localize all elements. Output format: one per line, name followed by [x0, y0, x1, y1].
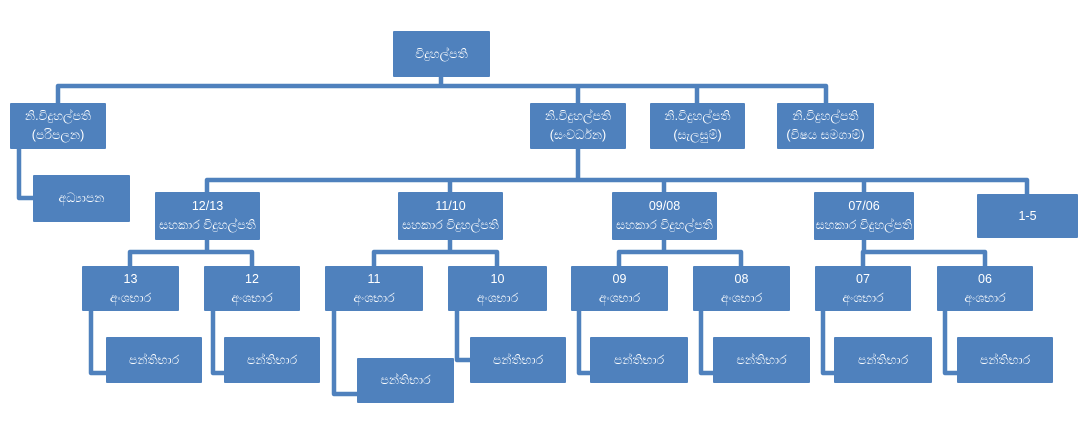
- node-label: පන්තිභාර: [380, 373, 431, 387]
- org-node-section-head-06: 06 අංශභාර: [937, 266, 1033, 311]
- connector-elbow-13: [88, 311, 106, 376]
- node-label: සහකාර විදුහල්පති: [815, 218, 913, 232]
- org-node-class-head-12: පන්තිභාර: [224, 337, 320, 383]
- org-node-class-head-11: පන්තිභාර: [357, 358, 454, 403]
- node-label: පන්තිභාර: [128, 352, 180, 367]
- connector-level2-bar: [55, 83, 829, 103]
- node-label: (සැලසුම්): [673, 128, 722, 142]
- node-label: 12/13: [191, 199, 224, 213]
- org-node-section-head-08: 08 අංශභාර: [693, 266, 790, 311]
- node-label: පන්තිභාර: [492, 352, 544, 367]
- node-label: 12: [245, 271, 259, 286]
- node-label: අංශභාර: [964, 290, 1006, 305]
- org-node-grades-1-5: 1-5: [977, 194, 1078, 238]
- node-label: පන්තිභාර: [246, 352, 298, 367]
- node-label: 08: [734, 271, 749, 286]
- node-label: පන්තිභාර: [613, 352, 665, 367]
- node-label: 09/08: [648, 199, 681, 213]
- node-label: නි.විදුහල්පති: [24, 109, 92, 123]
- node-label: (විෂය සමගාම්): [786, 128, 865, 142]
- node-label: අංශභාර: [720, 290, 763, 305]
- org-node-class-head-13: පන්තිභාර: [106, 337, 202, 383]
- node-label: පන්තිභාර: [736, 352, 787, 367]
- connector-elbow-07: [820, 311, 834, 376]
- org-node-deputy-principal-admin: නි.විදුහල්පති (පරිපලන): [10, 103, 106, 149]
- node-label: අංශභාර: [109, 290, 152, 305]
- connector-elbow-12: [210, 311, 224, 376]
- node-label: නි.විදුහල්පති: [544, 109, 612, 123]
- connector-level3-bar: [204, 177, 1030, 194]
- node-label: නි.විදුහල්පති: [792, 109, 859, 123]
- node-label: සහකාර විදුහල්පති: [159, 218, 256, 232]
- node-label: (සංවර්ධන): [549, 128, 607, 142]
- node-label: අංශභාර: [231, 290, 273, 305]
- org-node-section-head-13: 13 අංශභාර: [82, 266, 179, 311]
- node-label: 11/10: [435, 199, 466, 213]
- node-label: පන්තිභාර: [857, 352, 909, 367]
- org-node-class-head-08: පන්තිභාර: [713, 337, 810, 383]
- node-label: 09: [612, 271, 627, 286]
- connector-admin-education-elbow: [16, 149, 33, 201]
- node-label: (පරිපලන): [31, 128, 85, 142]
- org-node-section-head-12: 12 අංශභාර: [204, 266, 300, 311]
- org-node-education: අධ්‍යාපන: [33, 175, 130, 222]
- org-node-asst-principal-07-06: 07/06 සහකාර විදුහල්පති: [814, 192, 914, 240]
- connector-bar-12-13: [127, 249, 255, 266]
- org-node-class-head-07: පන්තිභාර: [834, 337, 932, 383]
- node-label: 11: [367, 271, 381, 286]
- node-label: 13: [123, 271, 138, 286]
- node-label: 10: [490, 271, 505, 286]
- org-node-deputy-principal-plan: නි.විදුහල්පති (සැලසුම්): [650, 103, 745, 149]
- org-node-class-head-09: පන්තිභාර: [590, 337, 688, 383]
- org-node-class-head-10: පන්තිභාර: [470, 337, 566, 383]
- node-label: නි.විදුහල්පති: [664, 109, 731, 123]
- node-label: සහකාර විදුහල්පති: [616, 218, 713, 232]
- node-label: අංශභාර: [598, 290, 641, 305]
- node-label: 07/06: [848, 199, 880, 213]
- org-node-deputy-principal-cocur: නි.විදුහල්පති (විෂය සමගාම්): [777, 103, 874, 149]
- node-label: අංශභාර: [353, 290, 395, 305]
- node-label: සහකාර විදුහල්පති: [402, 218, 499, 232]
- org-node-asst-principal-12-13: 12/13 සහකාර විදුහල්පති: [155, 192, 260, 240]
- connector-elbow-08: [698, 311, 713, 376]
- node-label: අංශභාර: [842, 290, 884, 305]
- node-label: 1-5: [1018, 208, 1037, 223]
- node-label: 07: [856, 271, 870, 286]
- connector-elbow-11: [331, 311, 357, 397]
- org-node-asst-principal-09-08: 09/08 සහකාර විදුහල්පති: [612, 192, 717, 240]
- org-node-principal: විදුහල්පති: [393, 31, 490, 77]
- connector-bar-07-06: [860, 249, 988, 266]
- node-label: අධ්‍යාපන: [58, 191, 105, 205]
- connector-elbow-06: [942, 311, 957, 376]
- org-node-asst-principal-11-10: 11/10 සහකාර විදුහල්පති: [398, 192, 503, 240]
- node-label: 06: [978, 271, 992, 286]
- org-node-section-head-07: 07 අංශභාර: [815, 266, 911, 311]
- node-label: පන්තිභාර: [979, 352, 1031, 367]
- org-node-section-head-10: 10 අංශභාර: [448, 266, 547, 311]
- connector-bar-09-08: [616, 249, 744, 266]
- connector-elbow-10: [454, 311, 470, 363]
- connector-elbow-09: [576, 311, 590, 376]
- node-label: අංශභාර: [476, 290, 519, 305]
- org-node-deputy-principal-dev: නි.විදුහල්පති (සංවර්ධන): [530, 103, 626, 149]
- connector-bar-11-10: [371, 249, 500, 266]
- org-node-class-head-06: පන්තිභාර: [957, 337, 1053, 383]
- node-label: විදුහල්පති: [415, 46, 468, 61]
- org-node-section-head-09: 09 අංශභාර: [571, 266, 668, 311]
- org-node-section-head-11: 11 අංශභාර: [325, 266, 423, 311]
